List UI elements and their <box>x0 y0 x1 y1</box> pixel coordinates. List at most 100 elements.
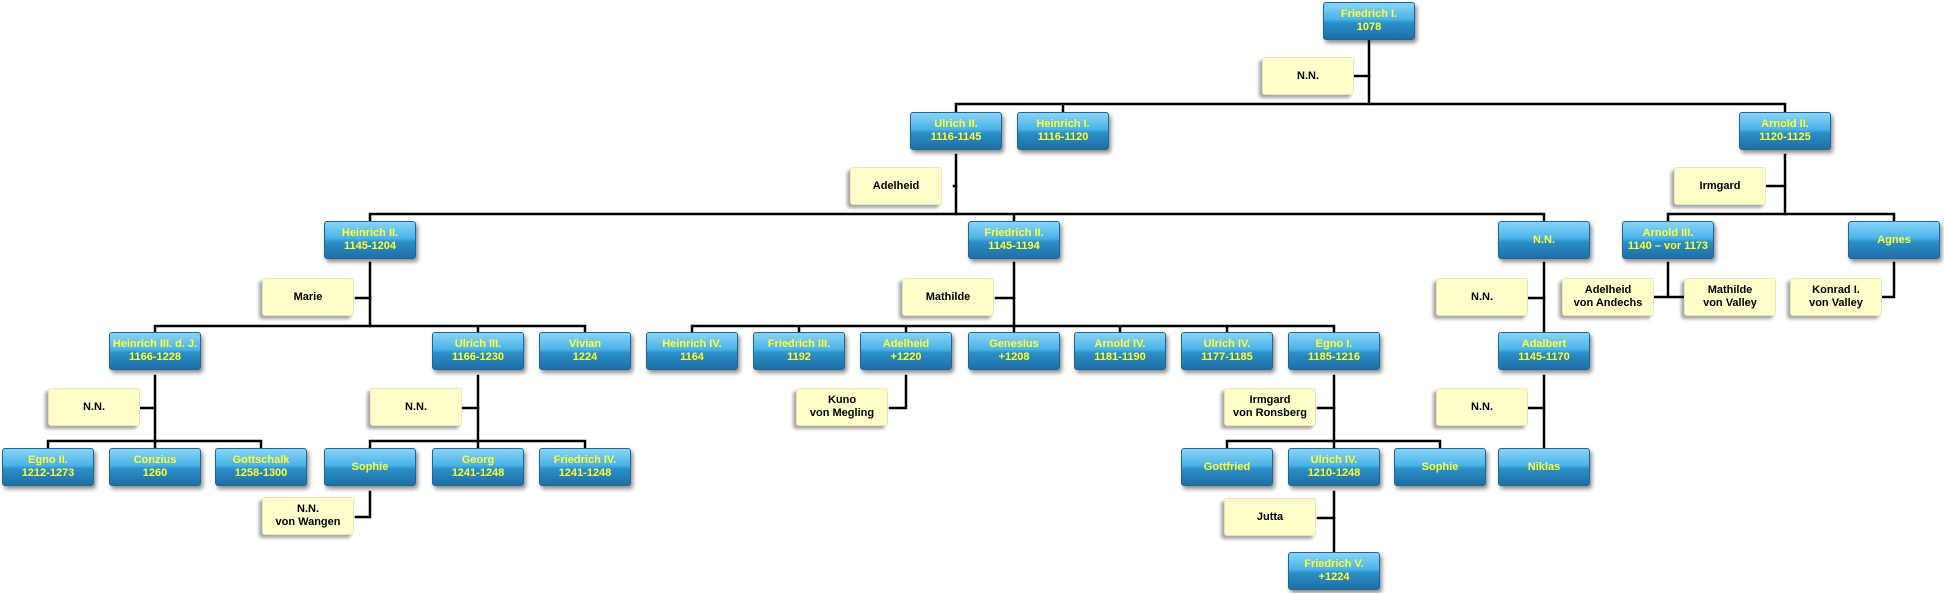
person-name: Mathilde <box>925 290 971 303</box>
person-node-sophie-a[interactable]: Sophie <box>324 448 416 486</box>
person-node-sophie-b[interactable]: Sophie <box>1394 448 1486 486</box>
person-node-nn-c[interactable]: N.N. <box>48 388 140 426</box>
person-node-heinrich2[interactable]: Heinrich II.1145-1204 <box>324 221 416 259</box>
person-detail: 1224 <box>572 351 598 363</box>
person-node-mathilde[interactable]: Mathilde <box>902 278 994 316</box>
person-node-heinrich3[interactable]: Heinrich III. d. J.1166-1228 <box>109 332 201 370</box>
person-node-gottfried[interactable]: Gottfried <box>1181 448 1273 486</box>
person-detail: 1177-1185 <box>1201 351 1253 363</box>
person-node-irmgard-a[interactable]: Irmgard <box>1674 167 1766 205</box>
person-node-genesius[interactable]: Genesius+1208 <box>968 332 1060 370</box>
person-detail: von Valley <box>1809 297 1863 309</box>
person-name: N.N. <box>1533 233 1555 246</box>
person-node-ulrich4b[interactable]: Ulrich IV.1210-1248 <box>1288 448 1380 486</box>
person-node-friedrich2[interactable]: Friedrich II.1145-1194 <box>968 221 1060 259</box>
person-detail: 1241-1248 <box>558 467 612 479</box>
person-name: Georg <box>461 454 495 466</box>
person-detail: 1078 <box>1356 21 1382 33</box>
person-name: Arnold II. <box>1761 118 1809 130</box>
person-node-niklas[interactable]: Niklas <box>1498 448 1590 486</box>
person-name: Kuno <box>827 394 857 406</box>
person-detail: 1145-1204 <box>344 240 396 252</box>
person-node-arnold2[interactable]: Arnold II.1120-1125 <box>1739 112 1831 150</box>
person-node-konrad1[interactable]: Konrad I.von Valley <box>1790 278 1882 316</box>
person-name: Heinrich IV. <box>662 338 722 350</box>
person-name: Conzius <box>133 454 177 466</box>
person-name: Jutta <box>1256 510 1284 523</box>
person-detail: 1116-1120 <box>1037 131 1089 143</box>
person-name: N.N. <box>83 400 105 413</box>
person-detail: 1192 <box>787 351 811 363</box>
person-detail: 1166-1228 <box>129 351 181 363</box>
person-node-nn-m1[interactable]: N.N. <box>1498 221 1590 259</box>
person-node-nn-d[interactable]: N.N. <box>370 388 462 426</box>
person-node-arnold3[interactable]: Arnold III.1140 – vor 1173 <box>1622 221 1714 259</box>
person-name: Adelheid <box>1584 284 1632 296</box>
person-node-egno2[interactable]: Egno II.1212-1273 <box>2 448 94 486</box>
person-node-jutta[interactable]: Jutta <box>1224 498 1316 536</box>
person-node-ulrich2[interactable]: Ulrich II.1116-1145 <box>910 112 1002 150</box>
person-detail: von Valley <box>1703 297 1757 309</box>
person-name: Friedrich IV. <box>553 454 617 466</box>
person-detail: +1208 <box>998 351 1030 363</box>
person-detail: 1210-1248 <box>1307 467 1361 479</box>
person-name: Irmgard <box>1249 394 1291 406</box>
person-name: Friedrich V. <box>1304 558 1364 570</box>
person-detail: von Ronsberg <box>1233 407 1307 419</box>
person-detail: 1145-1170 <box>1518 351 1570 363</box>
person-node-heinrich1[interactable]: Heinrich I.1116-1120 <box>1017 112 1109 150</box>
person-node-adelheid-b[interactable]: Adelheid+1220 <box>860 332 952 370</box>
person-name: Friedrich I. <box>1340 8 1398 20</box>
person-detail: von Andechs <box>1573 297 1643 309</box>
person-name: Gottfried <box>1203 460 1251 473</box>
person-name: Gottschalk <box>232 454 290 466</box>
person-name: Friedrich III. <box>767 338 831 350</box>
person-detail: von Megling <box>809 407 875 419</box>
person-name: Ulrich IV. <box>1203 338 1251 350</box>
person-detail: 1258-1300 <box>234 467 288 479</box>
person-node-friedrich5[interactable]: Friedrich V.+1224 <box>1288 552 1380 590</box>
person-node-nn-e[interactable]: N.N. <box>1436 388 1528 426</box>
person-detail: 1164 <box>680 351 704 363</box>
person-name: Niklas <box>1527 460 1561 473</box>
person-node-heinrich4[interactable]: Heinrich IV.1164 <box>646 332 738 370</box>
person-detail: 1212-1273 <box>21 467 75 479</box>
person-node-egno1[interactable]: Egno I.1185-1216 <box>1288 332 1380 370</box>
person-name: Mathilde <box>1707 284 1753 296</box>
person-node-adelheid-a[interactable]: Adelheid <box>850 167 942 205</box>
person-detail: 1116-1145 <box>930 131 982 143</box>
person-name: Heinrich III. d. J. <box>112 338 198 350</box>
person-detail: von Wangen <box>275 516 341 528</box>
person-node-ulrich3[interactable]: Ulrich III.1166-1230 <box>432 332 524 370</box>
person-detail: 1120-1125 <box>1759 131 1811 143</box>
person-node-arnold4[interactable]: Arnold IV.1181-1190 <box>1074 332 1166 370</box>
person-detail: 1145-1194 <box>988 240 1040 252</box>
person-node-nn-wangen[interactable]: N.N.von Wangen <box>262 497 354 535</box>
person-name: Adelheid <box>872 179 920 192</box>
person-node-friedrich1[interactable]: Friedrich I.1078 <box>1323 2 1415 40</box>
person-name: Marie <box>293 290 323 303</box>
person-node-marie[interactable]: Marie <box>262 278 354 316</box>
person-name: Agnes <box>1877 233 1911 246</box>
person-node-nn-b[interactable]: N.N. <box>1436 278 1528 316</box>
person-node-ulrich4a[interactable]: Ulrich IV.1177-1185 <box>1181 332 1273 370</box>
person-name: Heinrich II. <box>341 227 399 239</box>
person-node-friedrich3[interactable]: Friedrich III.1192 <box>753 332 845 370</box>
person-detail: 1181-1190 <box>1094 351 1146 363</box>
person-node-agnes[interactable]: Agnes <box>1848 221 1940 259</box>
person-name: Heinrich I. <box>1036 118 1090 130</box>
person-node-nn-a[interactable]: N.N. <box>1262 57 1354 95</box>
person-name: Sophie <box>1421 460 1459 473</box>
person-node-friedrich4[interactable]: Friedrich IV.1241-1248 <box>539 448 631 486</box>
person-name: Arnold IV. <box>1094 338 1146 350</box>
